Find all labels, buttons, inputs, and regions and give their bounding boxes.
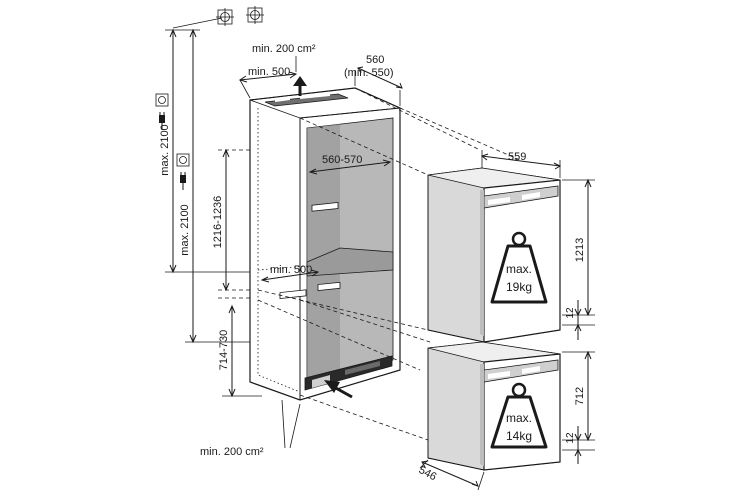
lower-weight-line1: max. [506,411,532,425]
niche-depth-label: 560 [366,54,384,66]
plug-icon [159,112,165,130]
lower-width-label: 546 [417,464,439,483]
lower-height-label: 712 [574,387,586,405]
upper-gap-label: 12 [565,307,576,319]
niche-height-upper-label: 1216-1236 [212,196,224,249]
niche-height-lower-label: 714-730 [218,330,230,370]
lower-weight-line2: 14kg [506,429,532,443]
arrow-up-icon [293,76,307,96]
weight-icon: max. 14kg [490,382,548,449]
max-height-outer-label: max. 2100 [159,124,171,175]
socket-icon [246,6,264,24]
niche-width-label: 560-570 [322,154,362,166]
weight-icon: max. 19kg [490,231,548,304]
socket-icon [216,8,234,26]
upper-height-label: 1213 [574,238,586,262]
shelf-depth-label: min. 500 [270,264,312,276]
vent-top-depth-label: min. 500 [248,66,290,78]
arrow-left-icon [324,380,353,399]
socket-icon [155,93,169,107]
plug-icon [180,172,186,190]
lower-appliance [427,341,561,471]
niche-depth-min-label: (min. 550) [344,67,394,79]
upper-weight-line2: 19kg [506,280,532,294]
lower-gap-label: 12 [565,432,576,444]
vent-bottom-area-label: min. 200 cm² [200,446,264,458]
max-height-inner-label: max. 2100 [179,204,191,255]
upper-width-label: 559 [508,151,526,163]
socket-icon [176,153,190,167]
vent-top-area-label: min. 200 cm² [252,43,316,55]
upper-weight-line1: max. [506,262,532,276]
upper-appliance [427,167,561,343]
